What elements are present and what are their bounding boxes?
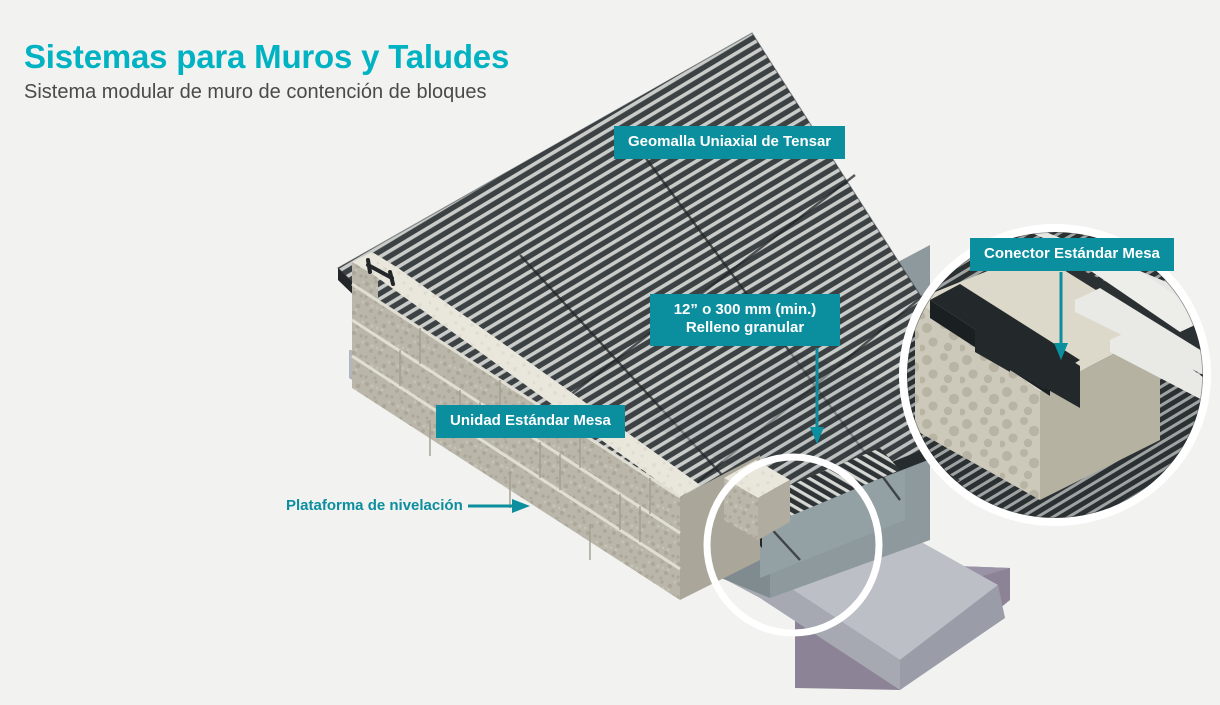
source-circle (703, 453, 883, 637)
connector-clip-icon (366, 258, 395, 286)
callout-geomalla-uniaxial[interactable]: Geomalla Uniaxial de Tensar (614, 126, 846, 160)
callout-relleno-line-2: Relleno granular (685, 319, 805, 337)
callout-conector-estandar-mesa[interactable]: Conector Estándar Mesa (970, 238, 1174, 272)
callout-relleno-granular[interactable]: 12” o 300 mm (min.) Relleno granular (650, 294, 840, 346)
arrow-conector (1054, 272, 1068, 360)
magnifier-detail (899, 224, 1211, 526)
header: Sistemas para Muros y Taludes Sistema mo… (24, 38, 510, 103)
callout-unidad-estandar-mesa[interactable]: Unidad Estándar Mesa (436, 405, 625, 439)
label-plataforma-de-nivelacion[interactable]: Plataforma de nivelación (286, 497, 463, 514)
arrow-plataforma (468, 499, 530, 513)
arrow-relleno (810, 348, 824, 444)
callout-relleno-line-1: 12” o 300 mm (min.) (673, 301, 817, 318)
lower-corner-blocks (724, 460, 790, 540)
page-subtitle: Sistema modular de muro de contención de… (24, 80, 487, 103)
page-title: Sistemas para Muros y Taludes (24, 38, 510, 75)
